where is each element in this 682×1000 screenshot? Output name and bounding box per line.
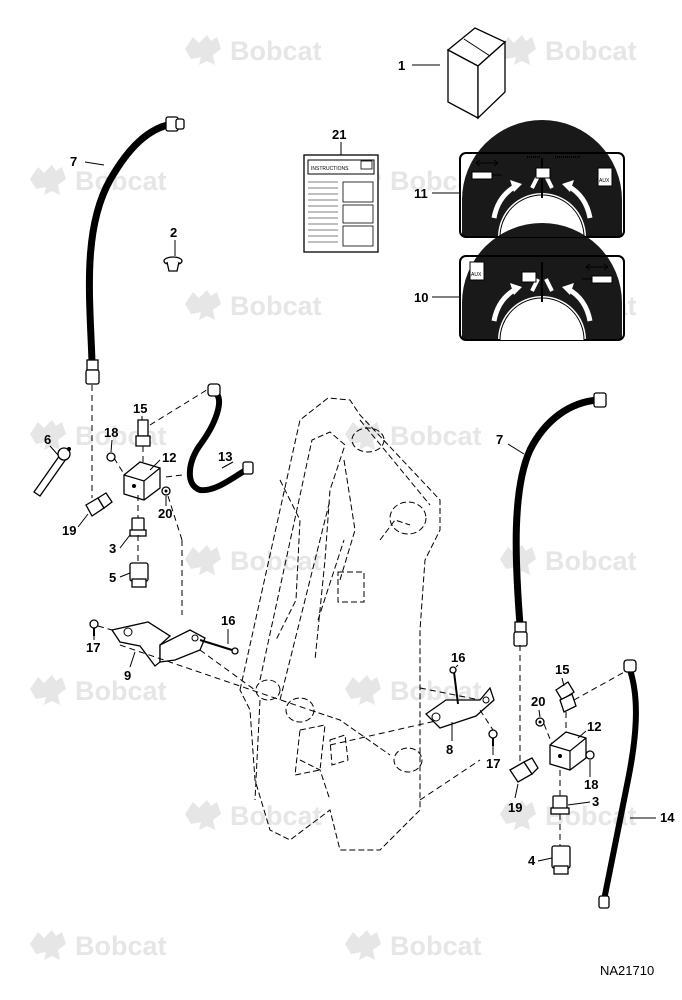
callout-14: 14 bbox=[660, 810, 675, 825]
callout-1: 1 bbox=[398, 58, 405, 73]
part-11-aux-decal[interactable]: AUX bbox=[459, 120, 625, 238]
callout-12-left: 12 bbox=[162, 450, 176, 465]
callout-4: 4 bbox=[528, 853, 536, 868]
watermark: Bobcat bbox=[75, 421, 167, 451]
callout-10: 10 bbox=[414, 290, 428, 305]
callout-8: 8 bbox=[446, 742, 453, 757]
callout-15-left: 15 bbox=[133, 401, 147, 416]
watermark: Bobcat bbox=[230, 36, 322, 66]
watermark: Bobcat bbox=[545, 546, 637, 576]
callout-2: 2 bbox=[170, 225, 177, 240]
callout-19-left: 19 bbox=[62, 523, 76, 538]
watermark: Bobcat bbox=[390, 931, 482, 961]
part-1-kit-box[interactable] bbox=[446, 27, 507, 120]
callout-19-right: 19 bbox=[508, 800, 522, 815]
callout-11: 11 bbox=[414, 186, 428, 201]
watermark: Bobcat bbox=[545, 36, 637, 66]
callout-6: 6 bbox=[44, 432, 51, 447]
callout-13: 13 bbox=[218, 449, 232, 464]
drawing-reference: NA21710 bbox=[600, 963, 654, 978]
watermark: Bobcat bbox=[75, 676, 167, 706]
part-21-instructions-manual[interactable]: INSTRUCTIONS bbox=[303, 154, 379, 253]
part-17-bolt-right[interactable] bbox=[488, 729, 498, 746]
part-8-mount-bracket[interactable] bbox=[424, 686, 495, 729]
part-7-hose-right[interactable] bbox=[512, 392, 607, 647]
callout-18-left: 18 bbox=[104, 425, 118, 440]
part-16-bolt-left[interactable] bbox=[199, 639, 239, 655]
right-valve-assembly[interactable] bbox=[509, 681, 595, 875]
callout-7-right: 7 bbox=[496, 432, 503, 447]
watermark: Bobcat bbox=[230, 801, 322, 831]
part-7-hose-left[interactable] bbox=[85, 116, 185, 385]
callout-3-left: 3 bbox=[109, 541, 116, 556]
callout-20-right: 20 bbox=[531, 694, 545, 709]
part-13-short-hose[interactable] bbox=[186, 383, 254, 494]
part-9-mount-bracket[interactable] bbox=[110, 621, 206, 667]
callout-21: 21 bbox=[332, 127, 346, 142]
callout-5: 5 bbox=[109, 570, 116, 585]
callout-16-right: 16 bbox=[451, 650, 465, 665]
part-16-bolt-right[interactable] bbox=[449, 666, 459, 705]
part-10-aux-decal[interactable]: AUX bbox=[459, 223, 625, 341]
callout-9: 9 bbox=[124, 668, 131, 683]
decal-aux-label: AUX bbox=[471, 272, 482, 278]
callout-18-right: 18 bbox=[584, 777, 598, 792]
callout-17-left: 17 bbox=[86, 640, 100, 655]
callout-17-right: 17 bbox=[486, 756, 500, 771]
watermark: Bobcat bbox=[390, 421, 482, 451]
callout-3-right: 3 bbox=[592, 794, 599, 809]
part-17-bolt-left[interactable] bbox=[89, 619, 99, 636]
callout-20-left: 20 bbox=[158, 506, 172, 521]
callout-12-right: 12 bbox=[587, 719, 601, 734]
watermark: Bobcat bbox=[75, 931, 167, 961]
callout-16-left: 16 bbox=[221, 613, 235, 628]
decal-aux-label: AUX bbox=[599, 178, 610, 184]
left-valve-assembly[interactable] bbox=[85, 419, 171, 588]
watermark: Bobcat bbox=[75, 166, 167, 196]
loader-arm-outline bbox=[239, 397, 441, 851]
part-2-cap[interactable] bbox=[163, 256, 183, 272]
part-14-hose-right[interactable] bbox=[598, 659, 639, 909]
part-6-tag-strap[interactable] bbox=[33, 447, 71, 497]
callout-7-left: 7 bbox=[70, 154, 77, 169]
watermark: Bobcat bbox=[230, 546, 322, 576]
watermark: Bobcat bbox=[230, 291, 322, 321]
manual-title: INSTRUCTIONS bbox=[311, 166, 349, 172]
callout-15-right: 15 bbox=[555, 662, 569, 677]
